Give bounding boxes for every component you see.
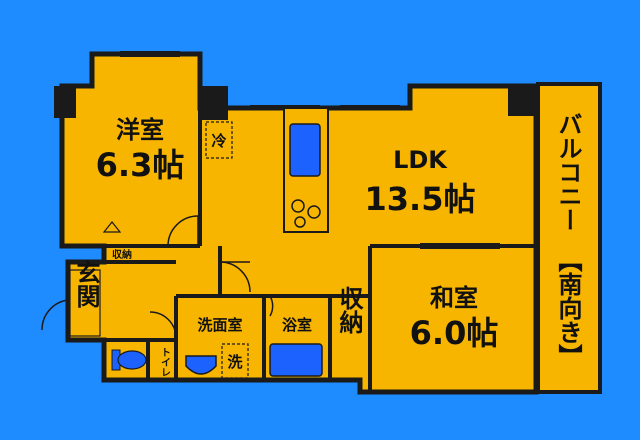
western-room-size: 6.3帖 (96, 146, 185, 184)
small-storage-name: 収納 (112, 248, 132, 261)
bathroom-name: 浴室 (282, 316, 312, 334)
large-storage-name: 収納 (335, 286, 363, 334)
window-lines (120, 51, 500, 249)
wash-basin (185, 355, 217, 375)
balcony-orientation: 【南向き】 (554, 248, 582, 368)
ldk-size: 13.5帖 (365, 180, 476, 218)
washer-space (221, 343, 249, 379)
toilet-name: トイレ (159, 347, 171, 377)
stove-burners (291, 199, 321, 228)
japanese-room-name: 和室 (430, 284, 478, 312)
fridge-space (205, 121, 233, 159)
washer-label: 洗 (227, 353, 242, 371)
pillars (54, 86, 540, 120)
entrance-name: 玄関 (72, 259, 100, 308)
interior-walls (104, 108, 536, 392)
toilet-bowl (117, 350, 147, 370)
door-swings (41, 215, 274, 339)
bathtub (269, 343, 323, 377)
entrance-step (69, 269, 101, 337)
washroom-name: 洗面室 (197, 316, 242, 334)
japanese-room-size: 6.0帖 (410, 314, 499, 352)
kitchen-sink (289, 123, 321, 177)
balcony-name: バルコニー (554, 112, 582, 232)
storage-marker (102, 221, 122, 233)
fridge-label: 冷 (211, 132, 226, 150)
ldk-name: LDK (393, 146, 448, 174)
western-room-name: 洋室 (116, 116, 164, 144)
